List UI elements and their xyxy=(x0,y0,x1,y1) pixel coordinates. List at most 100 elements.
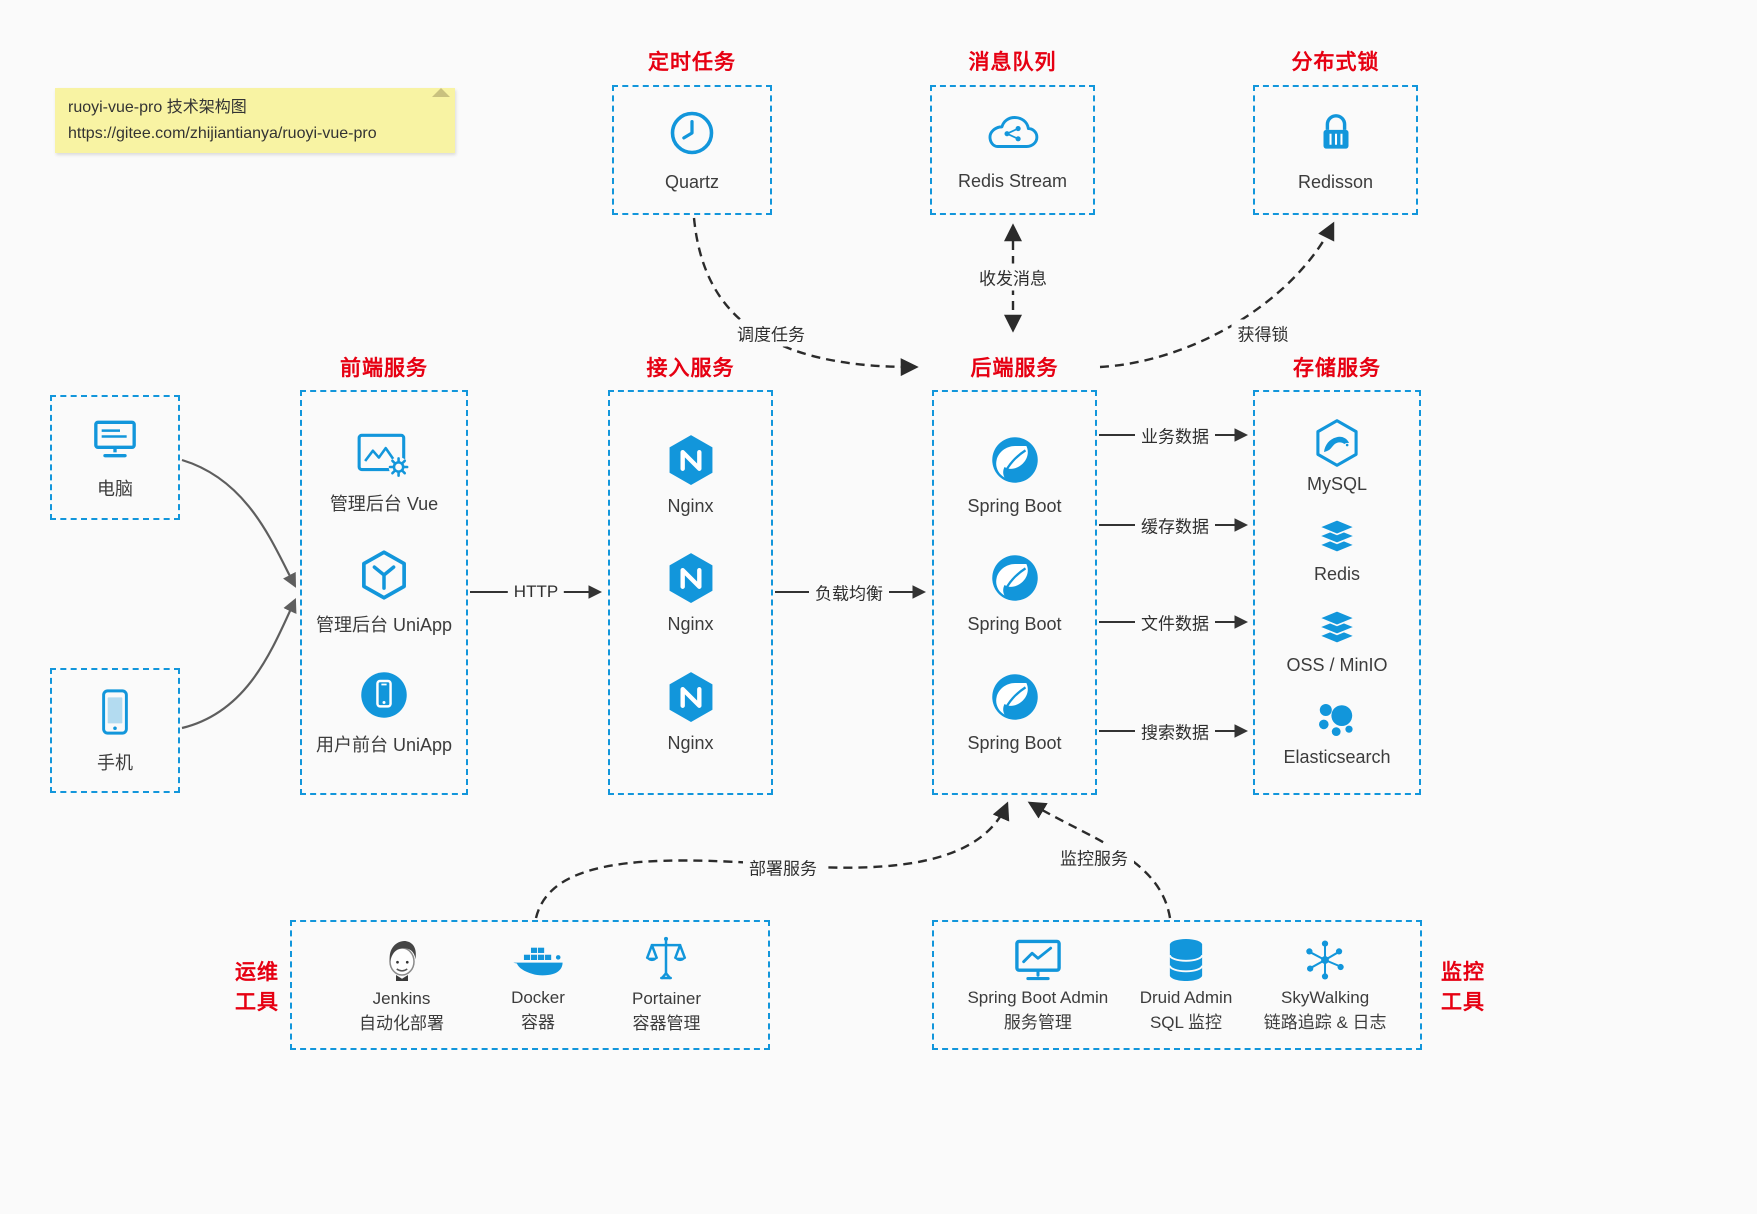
edge-label-messages: 收发消息 xyxy=(973,263,1053,291)
storage-item-label: Elasticsearch xyxy=(1283,747,1391,768)
edge-label-search-data: 搜索数据 xyxy=(1135,717,1215,745)
monitoring-item-name: Spring Boot Admin xyxy=(967,988,1109,1008)
backend-item-springboot-1: Spring Boot xyxy=(967,432,1062,517)
storage-item-mysql: MySQL xyxy=(1307,417,1367,495)
storage-item-label: Redis xyxy=(1313,564,1361,585)
gateway-item-label: Nginx xyxy=(667,614,714,634)
ops-item-name: Portainer xyxy=(632,989,701,1009)
monitoring-tools-title: 监控 工具 xyxy=(1434,958,1492,1019)
box-ops-tools: Jenkins 自动化部署 Docker 容器 xyxy=(290,920,770,1050)
frontend-item-admin-uniapp: 管理后台 UniApp xyxy=(316,547,452,637)
edge-label-http: HTTP xyxy=(507,581,565,603)
edge-label-schedule: 调度任务 xyxy=(731,319,811,347)
redisson-label: Redisson xyxy=(1297,172,1374,193)
storage-item-oss-minio: OSS / MinIO xyxy=(1286,604,1388,676)
gateway-item-label: Nginx xyxy=(667,495,714,516)
network-nodes-icon xyxy=(1300,935,1350,985)
database-icon xyxy=(1163,935,1209,985)
backend-item-label: Spring Boot xyxy=(967,495,1062,516)
monitoring-item-name: SkyWalking xyxy=(1281,988,1370,1008)
redis-stream-label: Redis Stream xyxy=(957,171,1068,191)
gateway-item-label: Nginx xyxy=(667,732,714,753)
frontend-item-label: 用户前台 UniApp xyxy=(315,734,453,755)
cluster-icon xyxy=(1311,694,1363,742)
gateway-item-nginx-1: Nginx xyxy=(663,432,719,517)
box-redis-stream: Redis Stream xyxy=(930,85,1095,215)
spring-boot-icon xyxy=(987,550,1043,606)
ops-item-docker: Docker 容器 xyxy=(509,935,567,1035)
ops-item-jenkins: Jenkins 自动化部署 xyxy=(359,934,444,1036)
storage-item-elasticsearch: Elasticsearch xyxy=(1283,694,1391,768)
spring-boot-icon xyxy=(987,669,1043,725)
box-monitoring-tools: Spring Boot Admin 服务管理 Druid Admin SQL 监… xyxy=(932,920,1422,1050)
box-backend-services: Spring Boot Spring Boot Spring Boot xyxy=(932,390,1097,795)
smartphone-icon xyxy=(95,686,135,738)
frontend-item-label: 管理后台 UniApp xyxy=(315,614,453,635)
nginx-icon xyxy=(663,550,719,606)
scales-icon xyxy=(641,934,691,986)
edge-label-load-balance: 负载均衡 xyxy=(809,578,889,606)
ops-item-portainer: Portainer 容器管理 xyxy=(632,934,701,1036)
box-quartz: Quartz xyxy=(612,85,772,215)
title-frontend-services: 前端服务 xyxy=(340,357,428,380)
lock-icon xyxy=(1311,107,1361,159)
note-url: https://gitee.com/zhijiantianya/ruoyi-vu… xyxy=(68,124,377,142)
storage-item-redis: Redis xyxy=(1311,513,1363,585)
title-gateway-services: 接入服务 xyxy=(646,357,735,380)
pc-label: 电脑 xyxy=(97,479,133,499)
monitor-icon xyxy=(88,414,142,464)
ops-title-line1: 运维 xyxy=(235,961,279,984)
jenkins-icon xyxy=(378,934,426,986)
user-app-circle-icon xyxy=(356,667,412,723)
phone-label: 手机 xyxy=(97,752,133,773)
note-title: ruoyi-vue-pro 技术架构图 xyxy=(68,99,247,116)
edge-label-acquire-lock: 获得锁 xyxy=(1231,319,1295,347)
ops-tools-title: 运维 工具 xyxy=(228,958,286,1019)
title-message-queue: 消息队列 xyxy=(968,51,1057,74)
backend-item-label: Spring Boot xyxy=(967,614,1062,634)
gateway-item-nginx-3: Nginx xyxy=(663,669,719,754)
nginx-icon xyxy=(663,669,719,725)
spring-boot-icon xyxy=(987,432,1043,488)
sticky-note: ruoyi-vue-pro 技术架构图 https://gitee.com/zh… xyxy=(55,87,455,154)
backend-item-springboot-2: Spring Boot xyxy=(967,550,1062,635)
backend-item-springboot-3: Spring Boot xyxy=(967,669,1062,754)
stack-icon xyxy=(1311,604,1363,650)
box-phone-client: 手机 xyxy=(50,668,180,793)
ops-item-desc: 容器管理 xyxy=(632,1014,701,1033)
box-storage-services: MySQL Redis OSS / MinIO Elasticsearch xyxy=(1253,390,1421,795)
monitoring-item-skywalking: SkyWalking 链路追踪 & 日志 xyxy=(1264,935,1387,1035)
quartz-label: Quartz xyxy=(664,172,720,193)
ops-item-name: Docker xyxy=(511,988,565,1008)
stack-icon xyxy=(1311,513,1363,559)
monitoring-item-name: Druid Admin xyxy=(1139,988,1233,1008)
frontend-item-admin-vue: 管理后台 Vue xyxy=(330,428,438,516)
monitoring-title-line2: 工具 xyxy=(1441,991,1485,1015)
ops-item-name: Jenkins xyxy=(372,989,431,1009)
edge-pc-to-frontend xyxy=(181,458,296,588)
edge-label-file-data: 文件数据 xyxy=(1135,608,1215,636)
monitoring-item-sbadmin: Spring Boot Admin 服务管理 xyxy=(967,935,1108,1035)
cloud-network-icon xyxy=(984,108,1042,156)
edge-label-cache-data: 缓存数据 xyxy=(1135,511,1215,539)
monitoring-item-druid: Druid Admin SQL 监控 xyxy=(1139,935,1233,1035)
admin-window-gear-icon xyxy=(354,428,414,482)
mysql-hexagon-icon xyxy=(1311,417,1363,469)
box-gateway-services: Nginx Nginx Nginx xyxy=(608,390,773,795)
ops-item-desc: 自动化部署 xyxy=(359,1014,444,1033)
storage-item-label: MySQL xyxy=(1306,473,1367,494)
box-pc-client: 电脑 xyxy=(50,395,180,520)
monitoring-title-line1: 监控 xyxy=(1441,961,1485,984)
frontend-item-label: 管理后台 Vue xyxy=(329,494,439,515)
ops-item-desc: 容器 xyxy=(521,1013,555,1032)
title-scheduled-tasks: 定时任务 xyxy=(648,51,736,74)
edge-label-monitor: 监控服务 xyxy=(1054,843,1134,871)
title-backend-services: 后端服务 xyxy=(970,357,1059,380)
gateway-item-nginx-2: Nginx xyxy=(663,550,719,635)
edge-label-deploy: 部署服务 xyxy=(743,853,823,881)
edge-phone-to-frontend xyxy=(181,598,297,730)
frontend-item-user-uniapp: 用户前台 UniApp xyxy=(316,667,452,757)
box-redisson: Redisson xyxy=(1253,85,1418,215)
edge-label-business-data: 业务数据 xyxy=(1135,421,1215,449)
